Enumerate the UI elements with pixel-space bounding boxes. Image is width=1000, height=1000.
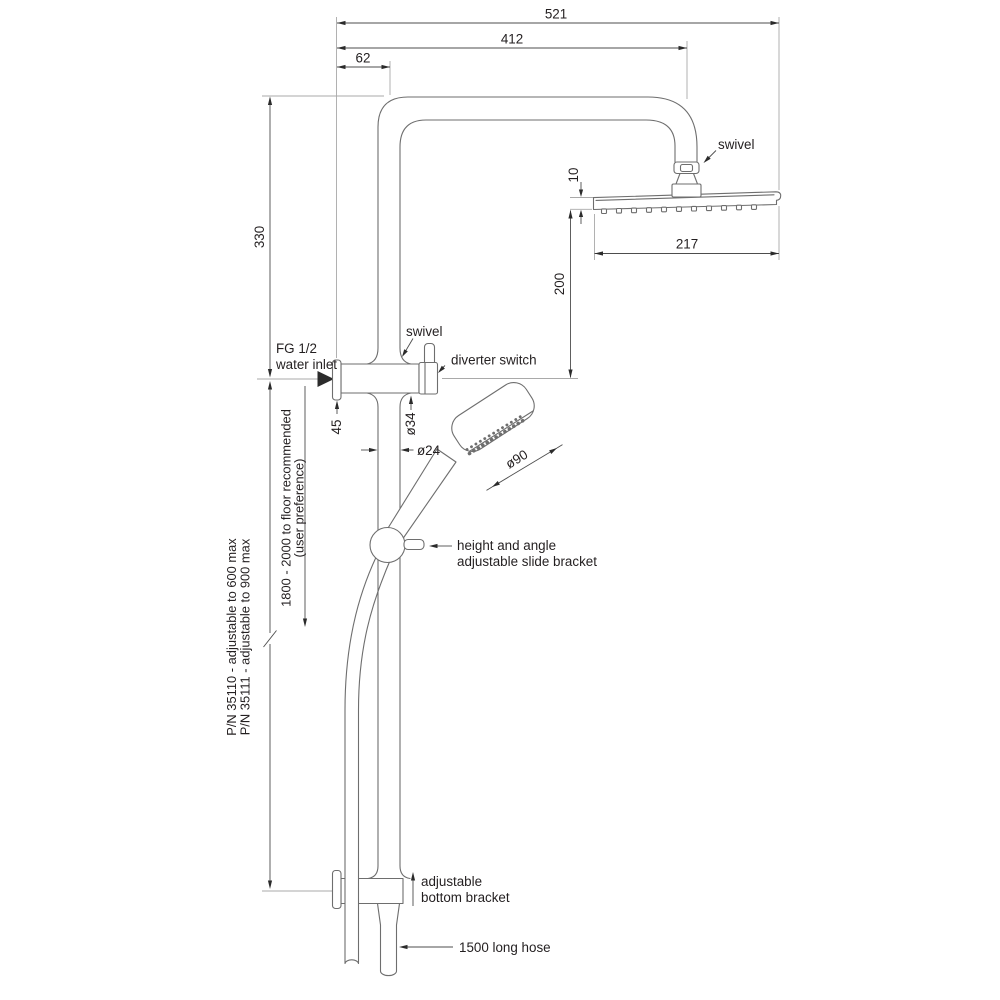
label-bottom-bracket-line1: adjustable xyxy=(421,874,482,889)
dim-inlet-flange: 45 xyxy=(329,420,344,435)
slide-bracket xyxy=(369,526,425,564)
rail-right-edge xyxy=(399,392,412,880)
swivel-nut xyxy=(679,163,694,173)
rain-head-mount xyxy=(671,183,702,198)
dim-head-width: 217 xyxy=(676,237,698,252)
dim-rail-dia: ø24 xyxy=(417,443,441,458)
annotations: 521 412 62 330 10 217 200 45 ø34 ø24 ø90… xyxy=(224,7,754,956)
bottom-wall-flange xyxy=(331,869,342,910)
dim-head-thickness: 10 xyxy=(566,168,581,183)
label-bottom-bracket-line2: bottom bracket xyxy=(421,890,510,905)
hand-shower-spray-nozzles xyxy=(467,416,529,456)
slide-bracket-ring xyxy=(369,526,406,564)
label-inlet-line2: water inlet xyxy=(275,357,337,372)
hand-shower xyxy=(379,382,535,553)
dim-diverter-dia: ø34 xyxy=(403,412,418,436)
diverter-assembly xyxy=(340,342,439,395)
dim-head-drop: 200 xyxy=(552,273,567,295)
dim-rail-offset: 62 xyxy=(356,51,371,66)
dimension-lines xyxy=(263,20,779,950)
label-floor-line1: 1800 - 2000 to floor recommended xyxy=(279,409,294,607)
water-inlet-arrow xyxy=(317,371,334,387)
rain-head-assembly xyxy=(592,161,782,215)
dim-upper-height: 330 xyxy=(252,226,267,248)
dim-handset-dia: ø90 xyxy=(503,447,531,472)
label-part-line1: P/N 35110 - adjustable to 600 max xyxy=(224,538,239,736)
dim-total-width: 521 xyxy=(545,7,567,22)
swivel-cone xyxy=(675,172,699,185)
diverter-switch xyxy=(418,361,439,395)
label-hose: 1500 long hose xyxy=(459,940,551,955)
inlet-wall-flange xyxy=(331,359,342,401)
diverter-body xyxy=(340,363,420,394)
hand-shower-head xyxy=(451,382,535,452)
label-part-line2: P/N 35111 - adjustable to 900 max xyxy=(238,538,253,735)
rain-head-nozzles xyxy=(600,204,758,215)
label-column-swivel: swivel xyxy=(406,324,442,339)
slide-bracket-handle xyxy=(403,538,425,551)
hand-shower-hose xyxy=(344,548,393,965)
label-inlet-line1: FG 1/2 xyxy=(276,341,317,356)
shower-column xyxy=(366,96,698,880)
label-diverter-switch: diverter switch xyxy=(451,353,537,368)
hose-outlet-tube xyxy=(376,902,401,977)
extension-lines xyxy=(257,17,780,892)
label-slide-bracket-line2: adjustable slide bracket xyxy=(457,554,597,569)
label-arm-swivel: swivel xyxy=(718,137,754,152)
label-floor-line2: (user preference) xyxy=(292,459,307,558)
rail-left-edge xyxy=(366,392,379,880)
shower-arm-inner xyxy=(399,119,676,365)
label-slide-bracket-line1: height and angle xyxy=(457,538,556,553)
shower-arm-outer xyxy=(366,96,698,365)
dim-arm-reach: 412 xyxy=(501,32,523,47)
